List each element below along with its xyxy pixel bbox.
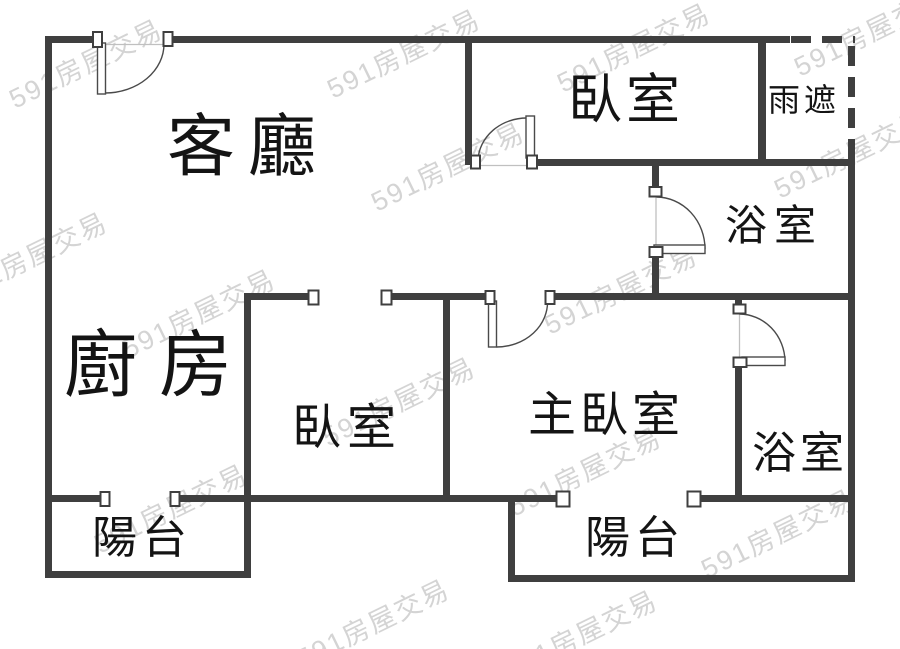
wall-middle-c [553,293,848,300]
door-jamb [732,303,747,315]
door-jamb [92,31,103,48]
room-label-bathroom-upper: 浴室 [725,202,824,249]
room-label-rain-canopy: 雨遮 [768,82,841,118]
door-jamb [648,186,663,198]
room-label-living-room: 客廳 [167,109,330,185]
opening-jamb [169,491,181,507]
wall-exterior-left [45,36,52,578]
wall-bathroom-upper-stub [652,166,659,189]
door-bathroom-lower [732,303,786,368]
wall-top-left-segment [45,36,102,43]
wall-top-main [167,36,790,43]
opening-balcony-right-door [555,490,702,508]
door-jamb [526,154,538,170]
wall-bottom-b [179,495,558,502]
door-jamb [484,290,496,305]
opening-jamb [307,289,320,306]
wall-balcony-right-bottom [508,575,855,582]
door-bathroom-upper [648,186,706,258]
door-master-bedroom [484,290,556,348]
wall-balcony-left-bottom [45,571,251,578]
opening-jamb [555,490,571,508]
wall-bathroom-upper-left [652,254,659,300]
door-jamb [732,356,748,368]
door-swing-arc [105,43,165,94]
opening-jamb [686,490,702,508]
door-bedroom-top [470,115,538,170]
door-jamb [648,246,664,258]
wall-bottom-a [45,495,103,502]
opening-balcony-left-door [99,491,181,507]
wall-middle-b [389,293,488,300]
room-label-balcony-right: 陽台 [585,512,686,563]
door-swing-arc [656,196,706,250]
wall-middle-a [244,293,311,300]
wall-bottom-c [701,495,855,502]
wall-exterior-right [848,155,855,582]
door-jamb [162,31,174,47]
door-jamb [470,154,481,170]
wall-bedroom-top-left [465,36,472,165]
door-entrance [92,31,174,95]
door-swing-arc [739,313,786,362]
room-label-master-bedroom: 主臥室 [528,389,685,442]
wall-bedroom-top-bottom [535,159,855,166]
wall-master-left [443,293,450,502]
wall-bedroom-middle-left [244,293,251,578]
wall-balcony-right-left [508,495,515,582]
room-label-bathroom-lower: 浴室 [752,429,848,478]
room-label-kitchen: 廚房 [64,325,254,406]
opening-jamb [380,289,393,306]
room-label-bedroom-middle: 臥室 [292,401,403,455]
room-label-bedroom-top: 臥室 [568,70,684,130]
wall-bathroom-lower-left [735,364,742,502]
door-swing-arc [477,117,528,161]
door-swing-arc [496,299,549,348]
opening-bedroom-middle-entrance [307,289,393,306]
room-label-balcony-left: 陽台 [92,512,193,563]
wall-bedroom-top-right [758,36,766,163]
opening-jamb [99,491,111,507]
door-jamb [544,290,556,305]
